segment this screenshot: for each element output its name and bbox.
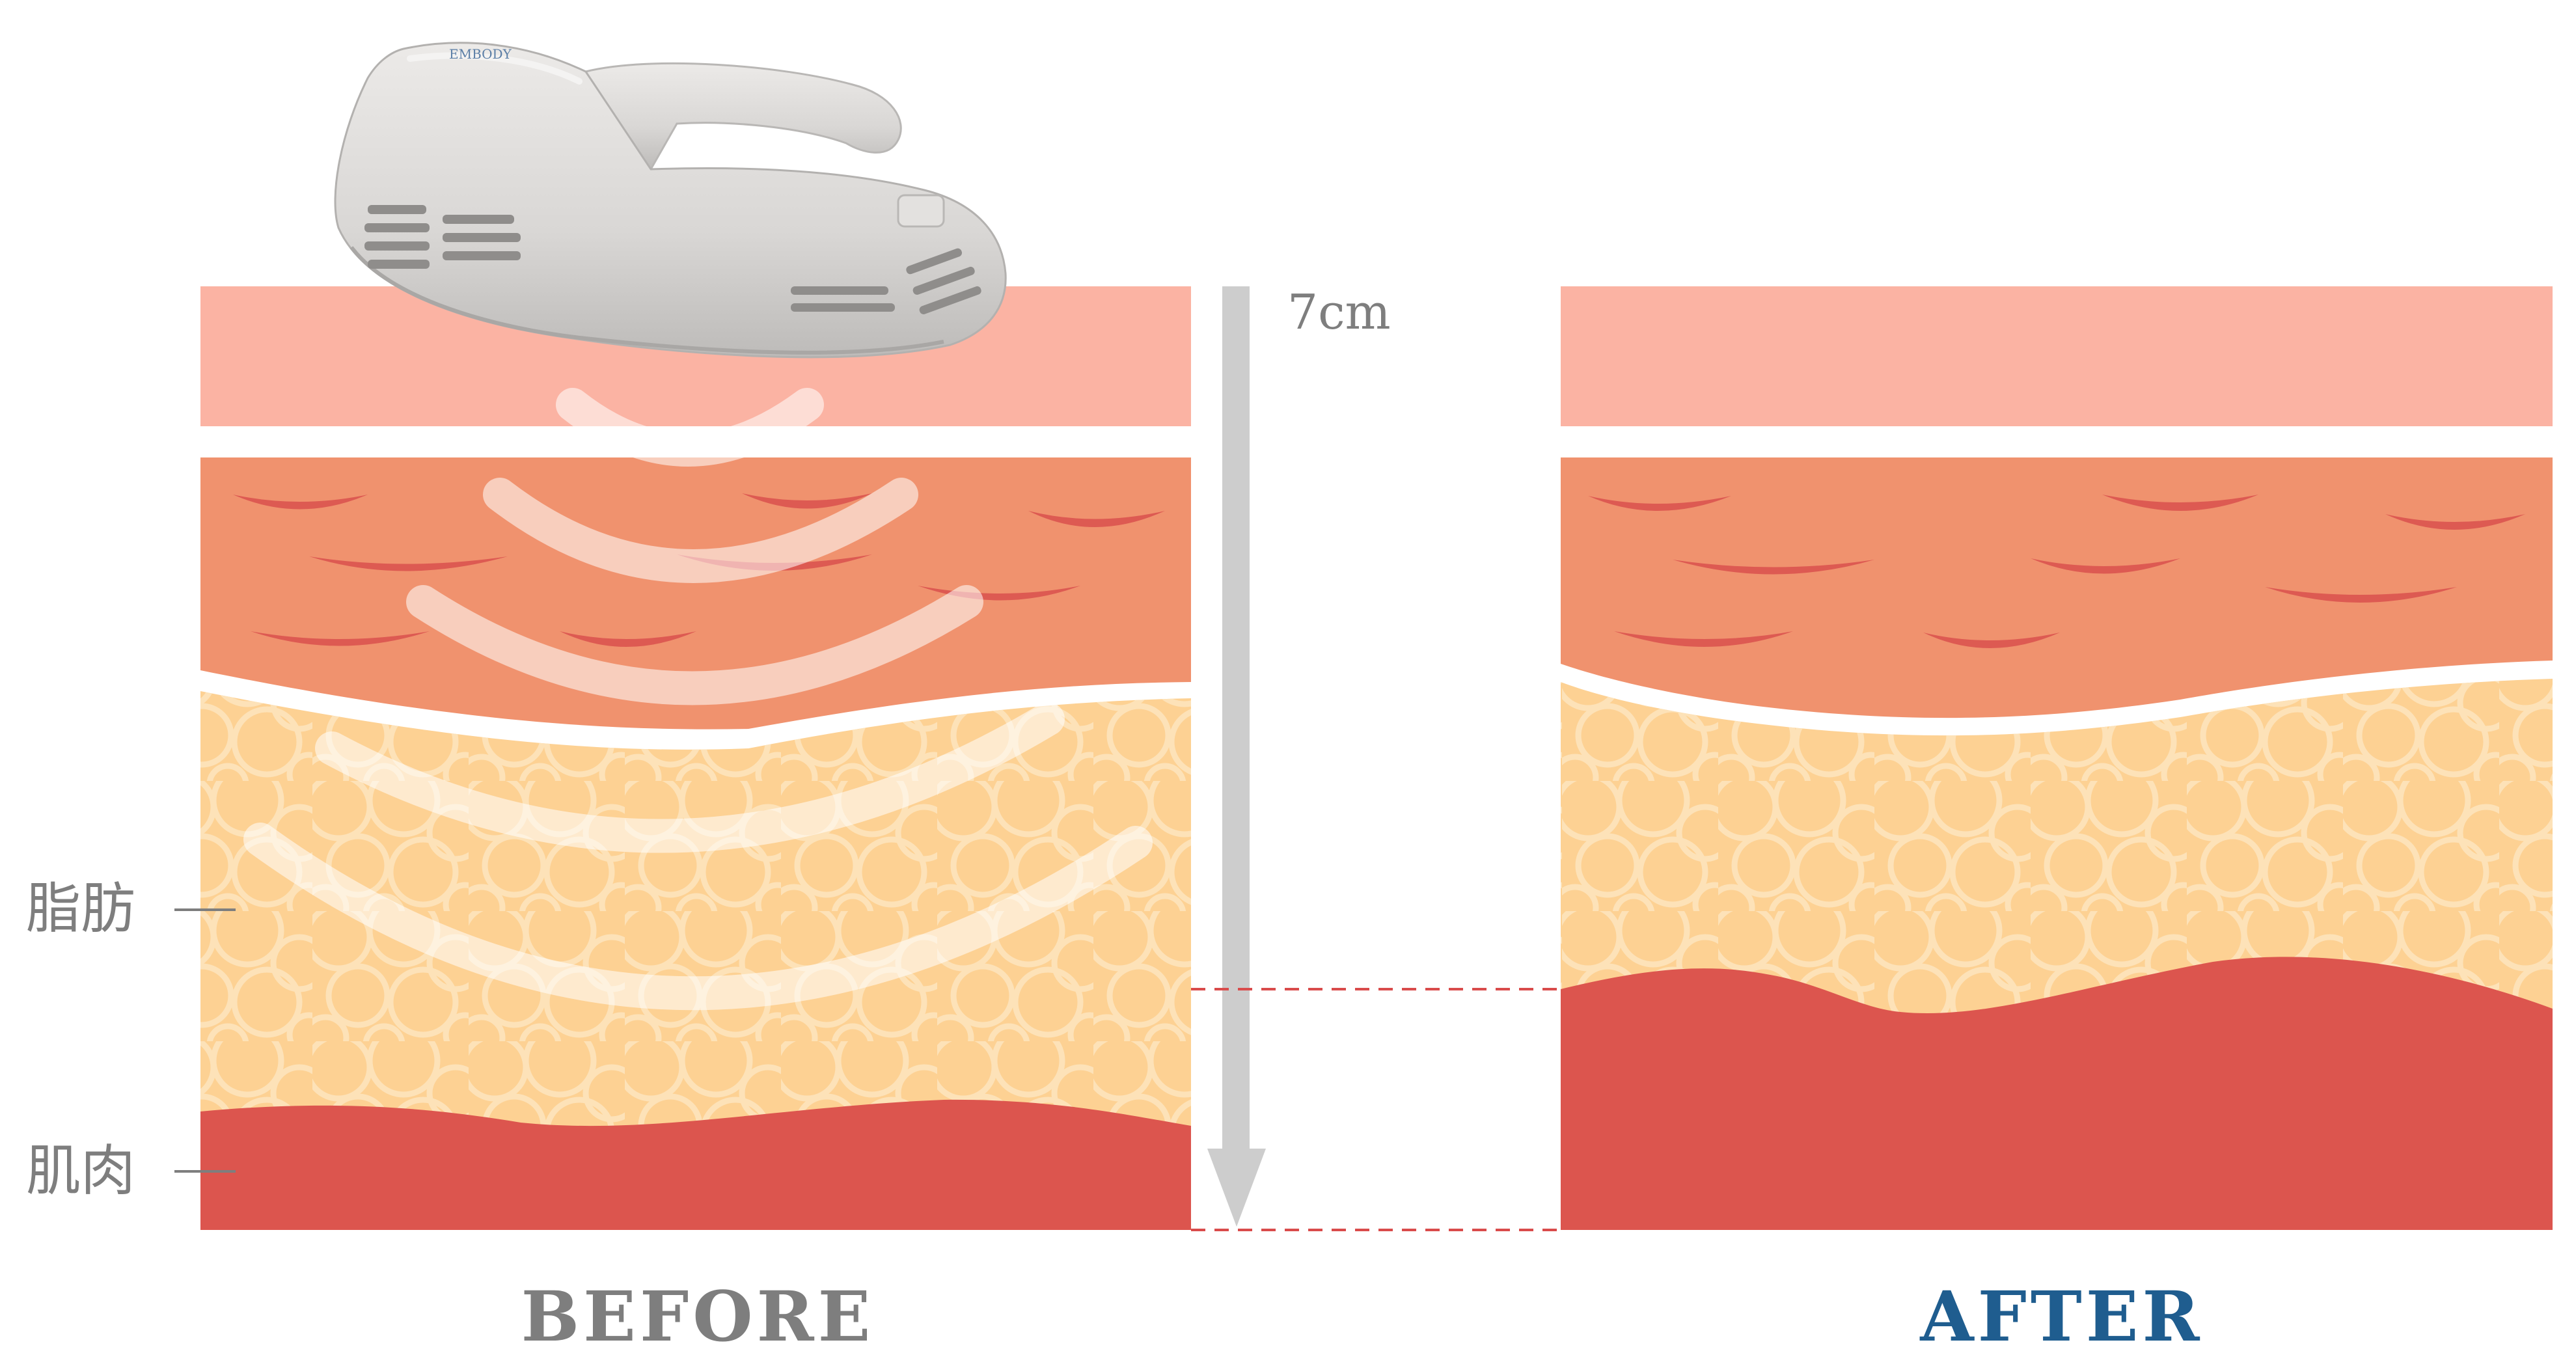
after-panel bbox=[1561, 286, 2553, 1230]
before-energy-waves bbox=[243, 388, 1153, 1011]
device-body bbox=[334, 42, 1007, 359]
after-muscle-layer bbox=[1561, 957, 2553, 1230]
after-dermis-layer bbox=[1561, 457, 2553, 718]
device-brand-text: EMBODY bbox=[449, 46, 512, 62]
depth-arrow-head bbox=[1207, 1149, 1266, 1227]
before-dermis-layer bbox=[200, 457, 1191, 730]
fat-label: 脂肪 bbox=[26, 877, 135, 940]
before-panel bbox=[200, 286, 1191, 1230]
after-skin-layer bbox=[1561, 286, 2553, 426]
before-fat-cells bbox=[200, 691, 1191, 1230]
device-front-panel bbox=[897, 194, 945, 228]
device-vents-front bbox=[791, 248, 981, 314]
depth-indicator: 7cm bbox=[1207, 284, 1391, 1227]
emsculpt-applicator-image: EMBODY bbox=[334, 42, 1007, 359]
muscle-label: 肌肉 bbox=[26, 1139, 135, 1203]
after-caption: AFTER bbox=[1919, 1275, 2203, 1357]
comparison-dashed-lines bbox=[1191, 988, 1561, 1231]
device-vents-side bbox=[364, 205, 521, 269]
device-top-highlight bbox=[407, 52, 582, 85]
device-base-rim bbox=[349, 246, 944, 355]
depth-arrow-shaft bbox=[1222, 286, 1250, 1155]
layer-labels: 脂肪 肌肉 bbox=[26, 877, 236, 1203]
before-muscle-layer bbox=[200, 1099, 1191, 1230]
before-caption: BEFORE bbox=[521, 1275, 875, 1357]
device-handle bbox=[584, 62, 902, 170]
after-dermis-marks bbox=[1588, 495, 2525, 648]
depth-label: 7cm bbox=[1287, 284, 1391, 340]
